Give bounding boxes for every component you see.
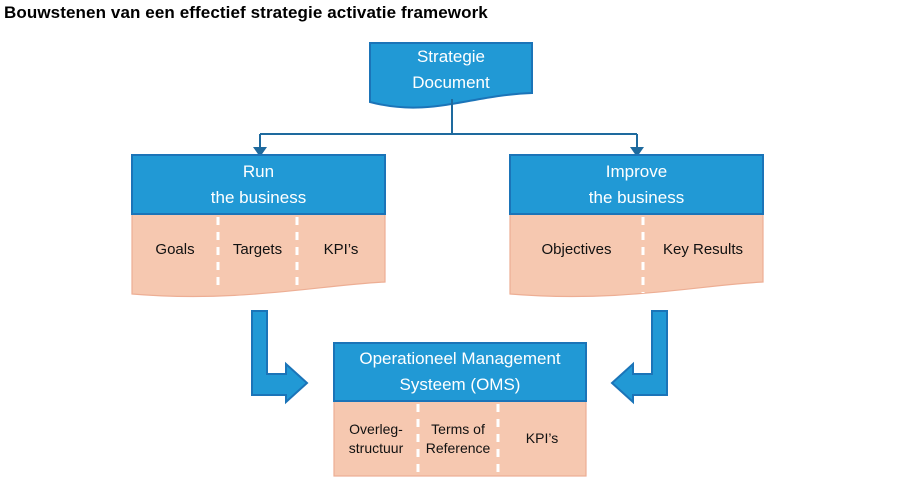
connector-arrowhead-left-icon [253,147,267,157]
strategie-document-shape [369,42,533,109]
run-cell-goals: Goals [132,214,218,286]
run-cell-targets: Targets [218,214,297,286]
improve-body-shape [509,213,764,298]
improve-cell-objectives-text: Objectives [541,241,612,258]
oms-header-shape [333,342,587,402]
strategie-document-line1: Strategie [416,47,486,66]
run-body-shape [131,213,386,298]
connector-lines [259,99,638,148]
oms-body-shape [333,400,587,477]
improve-header-shape [509,154,764,215]
oms-cell-overleg-line1: Overleg- [349,420,403,437]
improve-cell-key-results: Key Results [643,214,763,286]
oms-cell-overlegstructuur: Overleg- structuur [334,401,418,476]
run-header-line1: Run [242,161,275,181]
connector-arrowhead-right-icon [630,147,644,157]
oms-cell-overleg-line2: structuur [348,439,404,456]
run-cell-kpis: KPI’s [297,214,385,286]
run-cell-goals-text: Goals [155,241,195,258]
improve-header-line1: Improve [605,161,668,181]
oms-header-label: Operationeel Management Systeem (OMS) [334,343,586,401]
improve-header-line2: the business [588,187,685,207]
improve-header-label: Improve the business [510,155,763,214]
oms-cell-terms-line2: Reference [425,439,491,456]
strategie-document-line2: Document [412,73,490,92]
run-header-label: Run the business [132,155,385,214]
run-cell-targets-text: Targets [232,241,283,258]
run-header-shape [131,154,386,215]
oms-cell-terms-of-reference: Terms of Reference [418,401,498,476]
improve-cell-key-results-text: Key Results [662,241,744,258]
bent-arrow-left-icon [251,310,309,405]
oms-cell-kpis-text: KPI’s [525,430,559,446]
page-title: Bouwstenen van een effectief strategie a… [4,3,488,22]
improve-cell-objectives: Objectives [510,214,643,286]
oms-header-line2: Systeem (OMS) [399,375,521,394]
run-header-line2: the business [210,187,307,207]
run-cell-kpis-text: KPI’s [323,241,359,258]
oms-cell-kpis: KPI’s [498,401,586,476]
oms-header-line1: Operationeel Management [359,349,561,368]
oms-cell-terms-line1: Terms of [431,420,485,437]
bent-arrow-right-icon [610,310,668,405]
strategie-document-label: Strategie Document [370,44,532,96]
